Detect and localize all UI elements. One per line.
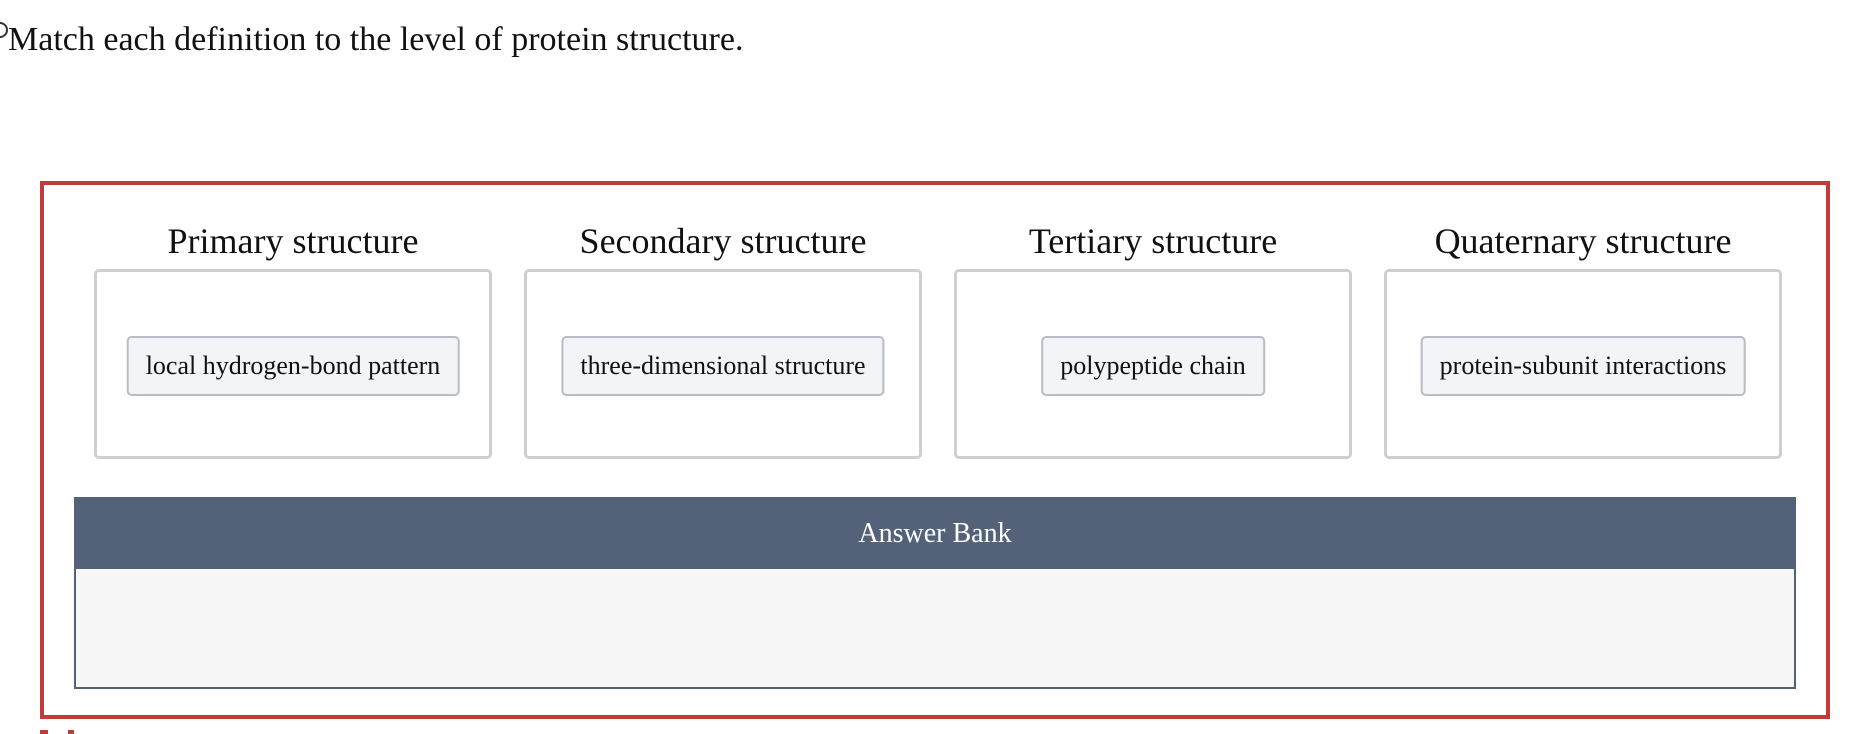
target-title-quaternary: Quaternary structure — [1434, 221, 1732, 261]
dropzone-secondary[interactable]: three-dimensional structure — [524, 269, 922, 459]
cut-off-feedback-text — [40, 722, 100, 734]
answer-chip[interactable]: local hydrogen-bond pattern — [126, 336, 460, 396]
answer-chip[interactable]: three-dimensional structure — [561, 336, 885, 396]
dropzone-tertiary[interactable]: polypeptide chain — [954, 269, 1352, 459]
question-prompt: Match each definition to the level of pr… — [8, 21, 744, 58]
target-title-primary: Primary structure — [167, 221, 419, 261]
matching-activity: Primary structure local hydrogen-bond pa… — [40, 181, 1830, 719]
answer-chip[interactable]: protein-subunit interactions — [1420, 336, 1746, 396]
answer-bank-header: Answer Bank — [76, 499, 1794, 569]
question-bullet-icon — [0, 22, 8, 38]
answer-bank[interactable]: Answer Bank — [74, 497, 1796, 689]
answer-chip[interactable]: polypeptide chain — [1041, 336, 1265, 396]
target-title-secondary: Secondary structure — [579, 221, 867, 261]
target-title-tertiary: Tertiary structure — [1028, 221, 1278, 261]
dropzone-primary[interactable]: local hydrogen-bond pattern — [94, 269, 492, 459]
dropzone-quaternary[interactable]: protein-subunit interactions — [1384, 269, 1782, 459]
answer-bank-dropzone[interactable] — [76, 569, 1794, 687]
